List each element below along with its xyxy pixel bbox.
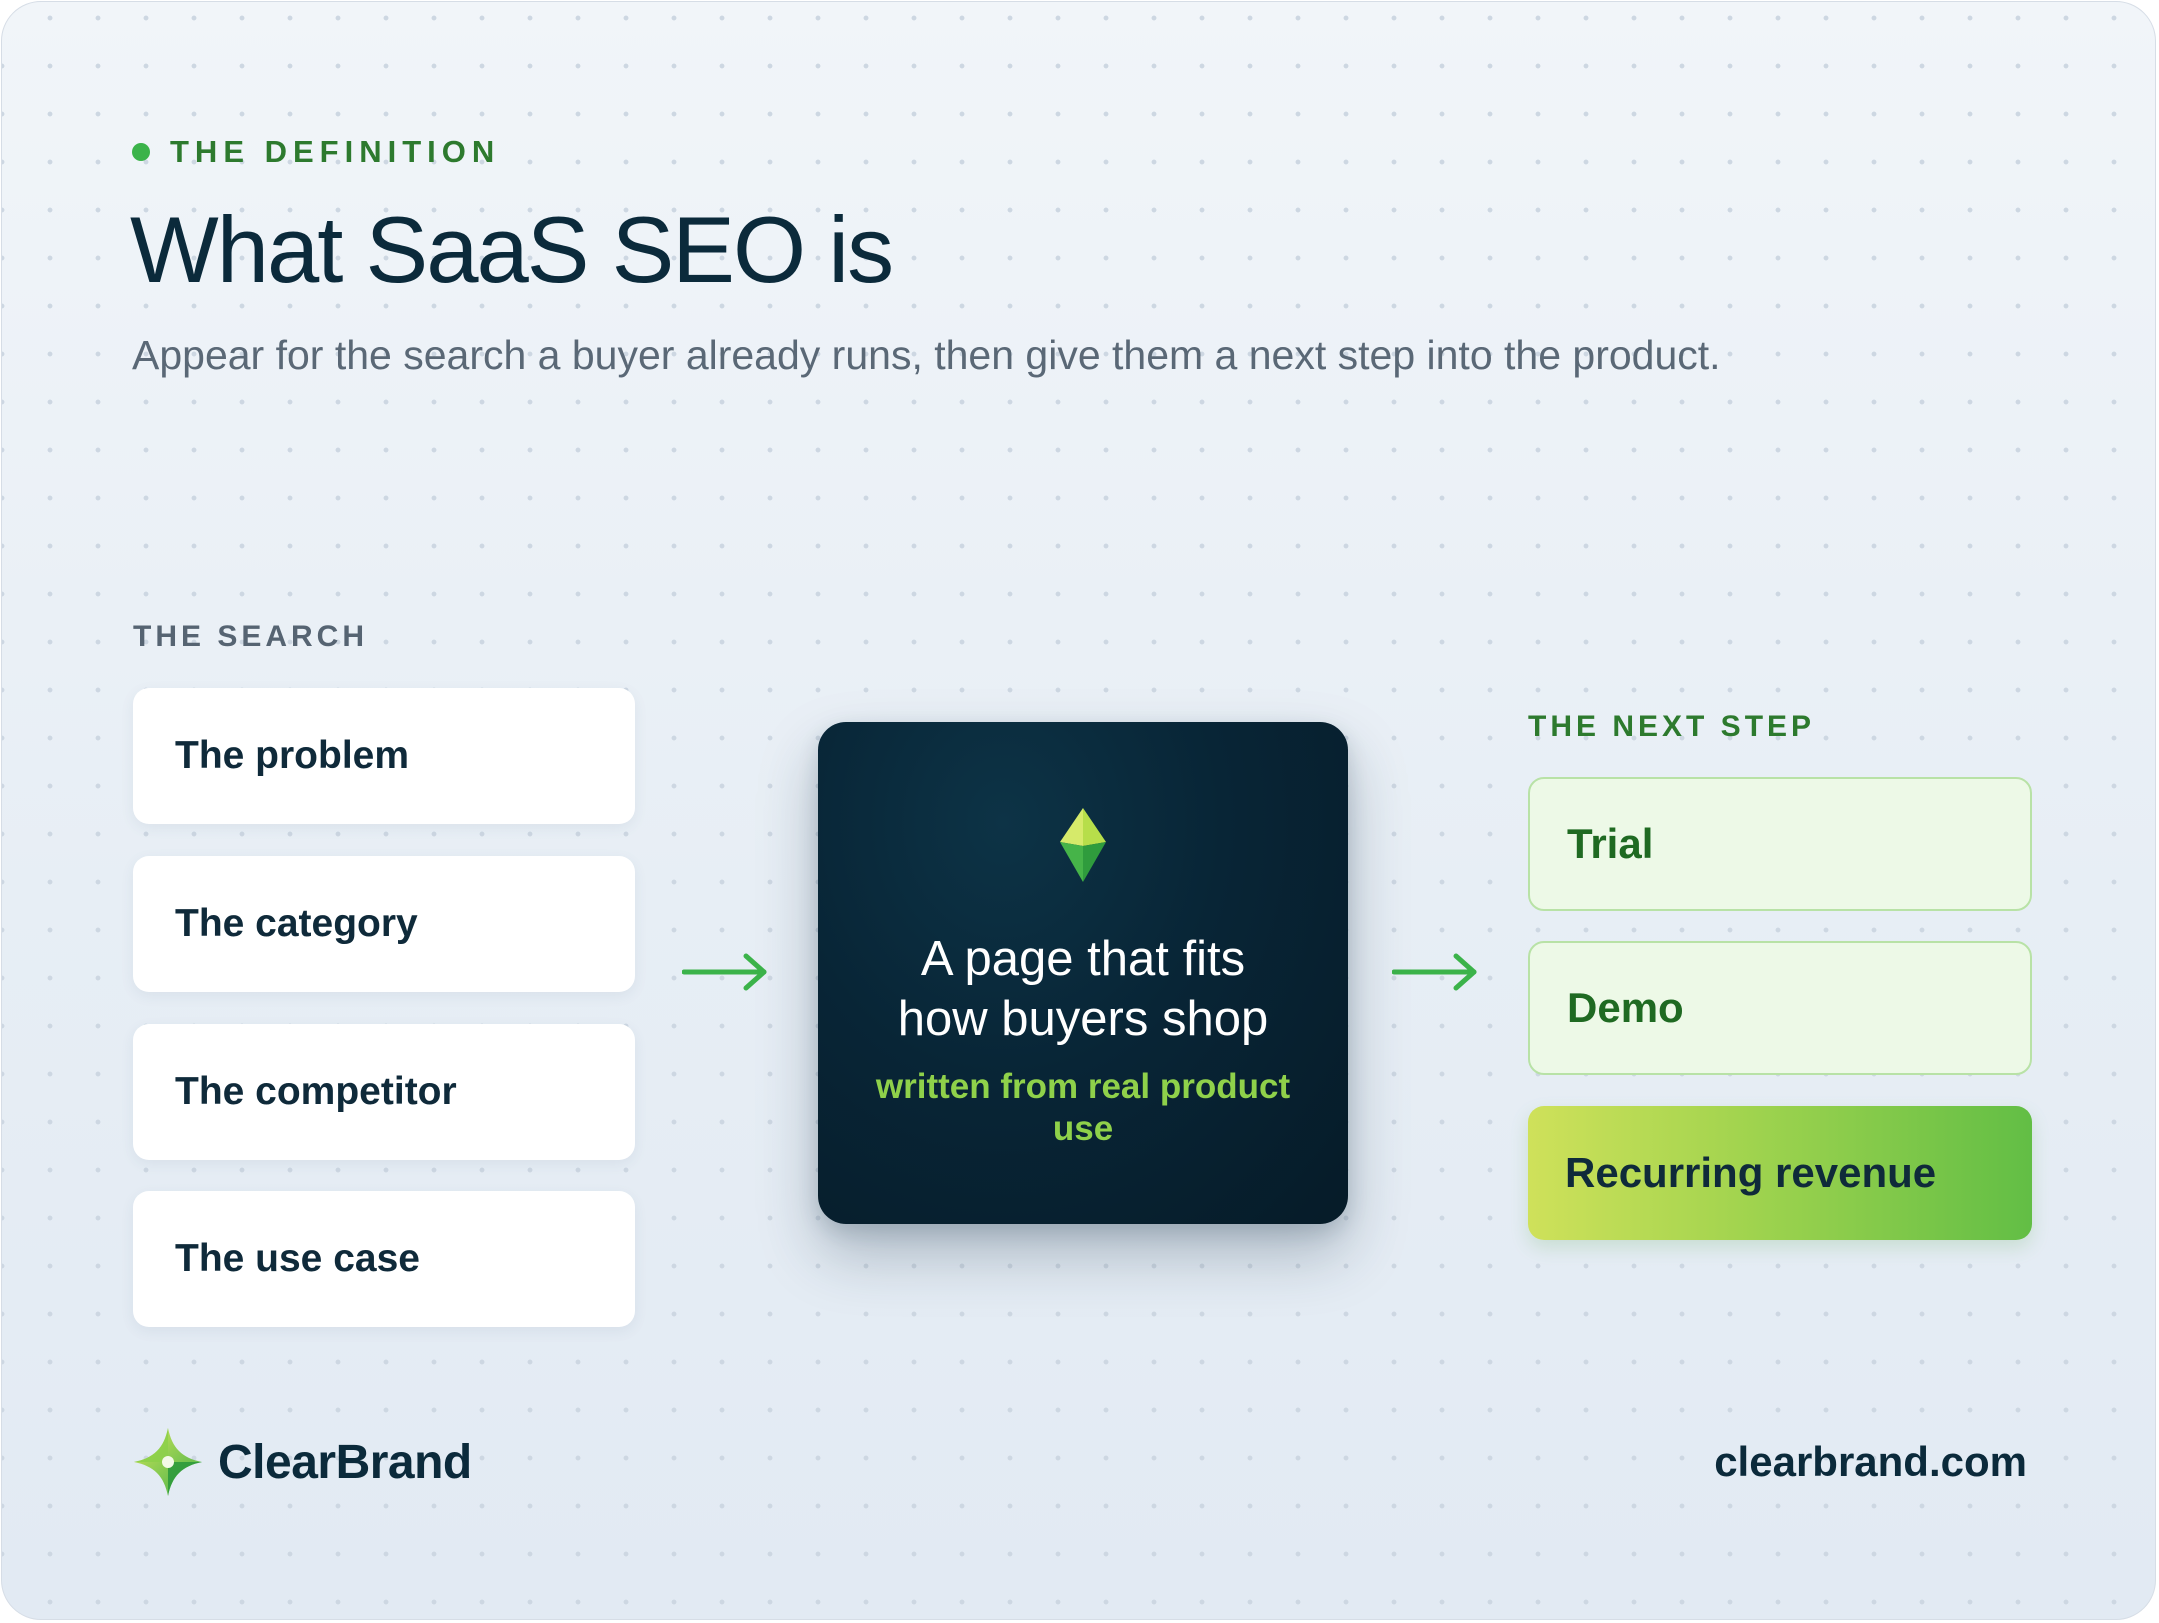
brand-logo: ClearBrand [132, 1426, 472, 1498]
center-main-text: A page that fits how buyers shop [818, 930, 1348, 1050]
search-column-label: THE SEARCH [133, 620, 369, 653]
center-main-line-1: A page that fits [920, 932, 1246, 986]
arrow-right-icon [682, 953, 767, 991]
clearbrand-star-logo-icon [134, 1428, 202, 1496]
brand-name: ClearBrand [218, 1435, 472, 1489]
next-step-column-label: THE NEXT STEP [1528, 710, 1816, 743]
search-item-use-case: The use case [133, 1191, 635, 1327]
search-item-category: The category [133, 856, 635, 992]
center-sub-text: written from real product use [875, 1067, 1291, 1148]
search-item-problem: The problem [133, 688, 635, 824]
page-subtitle: Appear for the search a buyer already ru… [132, 332, 1721, 378]
step-recurring-revenue: Recurring revenue [1528, 1106, 2032, 1240]
search-item-competitor: The competitor [133, 1024, 635, 1160]
eyebrow: THE DEFINITION [132, 134, 500, 170]
website-link[interactable]: clearbrand.com [1714, 1438, 2027, 1485]
arrow-right-icon [1392, 953, 1477, 991]
eyebrow-label: THE DEFINITION [170, 134, 501, 169]
center-page-card: A page that fits how buyers shop written… [818, 722, 1348, 1224]
step-demo: Demo [1528, 941, 2032, 1075]
step-trial: Trial [1528, 777, 2032, 911]
eyebrow-dot-icon [132, 143, 150, 161]
center-main-line-2: how buyers shop [897, 991, 1269, 1046]
page-title: What SaaS SEO is [130, 197, 894, 302]
diamond-gem-icon [1060, 808, 1106, 882]
